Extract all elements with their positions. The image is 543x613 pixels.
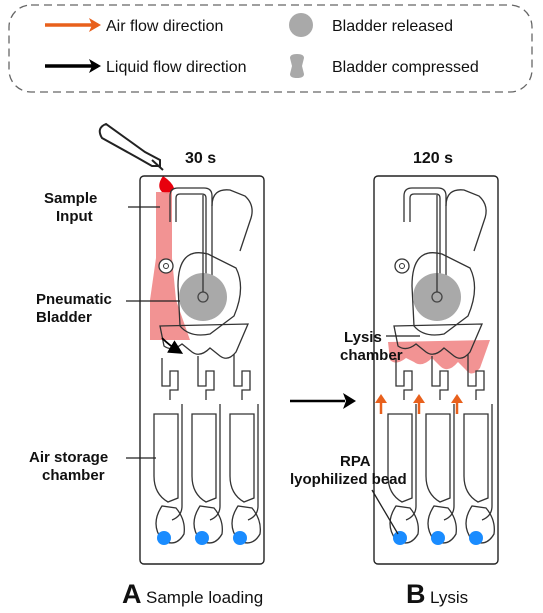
air-flow-arrows-b — [375, 394, 463, 414]
caption-a-letter: A — [122, 579, 142, 609]
caption-a-text: Sample loading — [146, 588, 263, 607]
chip-a — [139, 175, 265, 565]
bladder-compressed-icon — [290, 54, 304, 78]
lysis-chamber-label-line1: Lysis — [344, 329, 382, 346]
rpa-bead-b2 — [431, 531, 445, 545]
valve-icon-b — [394, 258, 410, 274]
caption-b-letter: B — [406, 579, 426, 609]
sample-drop-icon — [159, 176, 174, 194]
bladder-released-a — [179, 273, 227, 321]
rpa-bead-label-line2: lyophilized bead — [290, 471, 407, 488]
air-storage-label-line2: chamber — [42, 467, 105, 484]
panel-a: 30 s Sample Input Pneumatic — [29, 122, 265, 609]
panel-b-time: 120 s — [413, 150, 453, 167]
panel-b: 120 s Lysis chamber RPA lyophilized bead — [290, 150, 499, 609]
sample-input-label-line1: Sample — [44, 190, 97, 207]
lysis-fill — [388, 340, 490, 374]
pneumatic-bladder-label-line1: Pneumatic — [36, 291, 112, 308]
rpa-bead-b1 — [393, 531, 407, 545]
legend-air-flow-label: Air flow direction — [106, 18, 223, 35]
pneumatic-bladder-label-line2: Bladder — [36, 309, 92, 326]
rpa-bead-a3 — [233, 531, 247, 545]
caption-b-text: Lysis — [430, 588, 468, 607]
pipette-icon — [98, 122, 174, 194]
sample-input-label-line2: Input — [56, 208, 93, 225]
rpa-bead-b3 — [469, 531, 483, 545]
bladder-released-b — [413, 273, 461, 321]
valve-icon — [158, 258, 174, 274]
liquid-flow-arrow-a — [161, 337, 184, 354]
rpa-bead-a1 — [157, 531, 171, 545]
bladder-released-icon — [289, 13, 313, 37]
air-storage-label-line1: Air storage — [29, 449, 108, 466]
rpa-bead-label-line1: RPA — [340, 453, 371, 470]
legend-bladder-compressed-label: Bladder compressed — [332, 59, 479, 76]
chip-b — [373, 175, 499, 565]
rpa-bead-a2 — [195, 531, 209, 545]
lysis-chamber-label-line2: chamber — [340, 347, 403, 364]
panel-a-time: 30 s — [185, 150, 216, 167]
legend-bladder-released-label: Bladder released — [332, 18, 453, 35]
legend-box — [8, 4, 533, 93]
legend-liquid-flow-label: Liquid flow direction — [106, 59, 247, 76]
